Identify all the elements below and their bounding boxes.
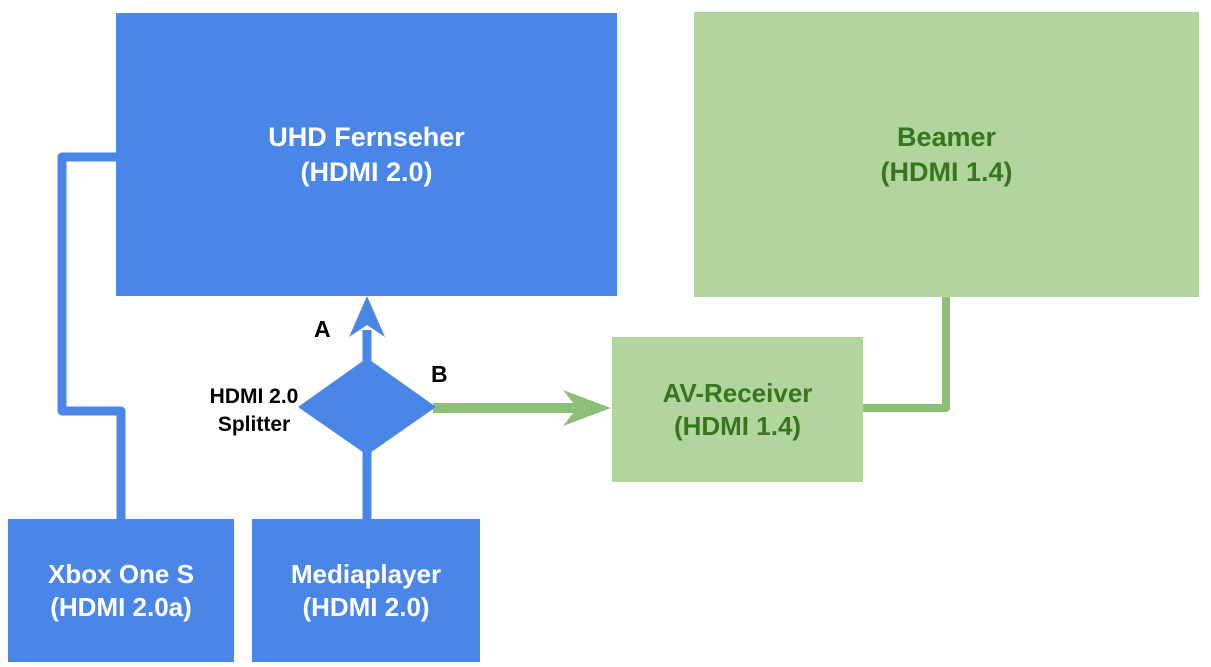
node-av-receiver-title: AV-Receiver xyxy=(662,377,813,408)
node-splitter-diamond xyxy=(298,358,436,455)
edge-label-b: B xyxy=(431,361,448,387)
node-uhd-tv-subtitle: (HDMI 2.0) xyxy=(300,156,433,187)
node-beamer-title: Beamer xyxy=(896,121,997,152)
node-mediaplayer: Mediaplayer (HDMI 2.0) xyxy=(252,519,480,662)
node-splitter-label: HDMI 2.0 Splitter xyxy=(193,383,315,439)
node-mediaplayer-title: Mediaplayer xyxy=(290,558,442,589)
edge-label-a: A xyxy=(314,316,331,342)
splitter-label-line1: HDMI 2.0 xyxy=(209,385,299,408)
arrowhead-right-icon xyxy=(563,390,611,426)
splitter-label-line2: Splitter xyxy=(217,413,291,436)
node-av-receiver-subtitle: (HDMI 1.4) xyxy=(673,410,802,441)
node-mediaplayer-subtitle: (HDMI 2.0) xyxy=(302,591,430,622)
node-uhd-tv: UHD Fernseher (HDMI 2.0) xyxy=(116,13,617,296)
node-xbox-subtitle: (HDMI 2.0a) xyxy=(50,591,192,622)
node-av-receiver: AV-Receiver (HDMI 1.4) xyxy=(612,337,863,482)
node-beamer-subtitle: (HDMI 1.4) xyxy=(880,156,1013,187)
arrowhead-up-icon xyxy=(349,296,385,337)
node-uhd-tv-title: UHD Fernseher xyxy=(268,121,465,152)
connector-av-to-beamer xyxy=(863,296,950,412)
connector-xbox-to-tv xyxy=(57,152,126,524)
node-xbox-one-s: Xbox One S (HDMI 2.0a) xyxy=(8,519,234,662)
node-xbox-title: Xbox One S xyxy=(48,558,194,589)
node-beamer: Beamer (HDMI 1.4) xyxy=(694,12,1199,297)
